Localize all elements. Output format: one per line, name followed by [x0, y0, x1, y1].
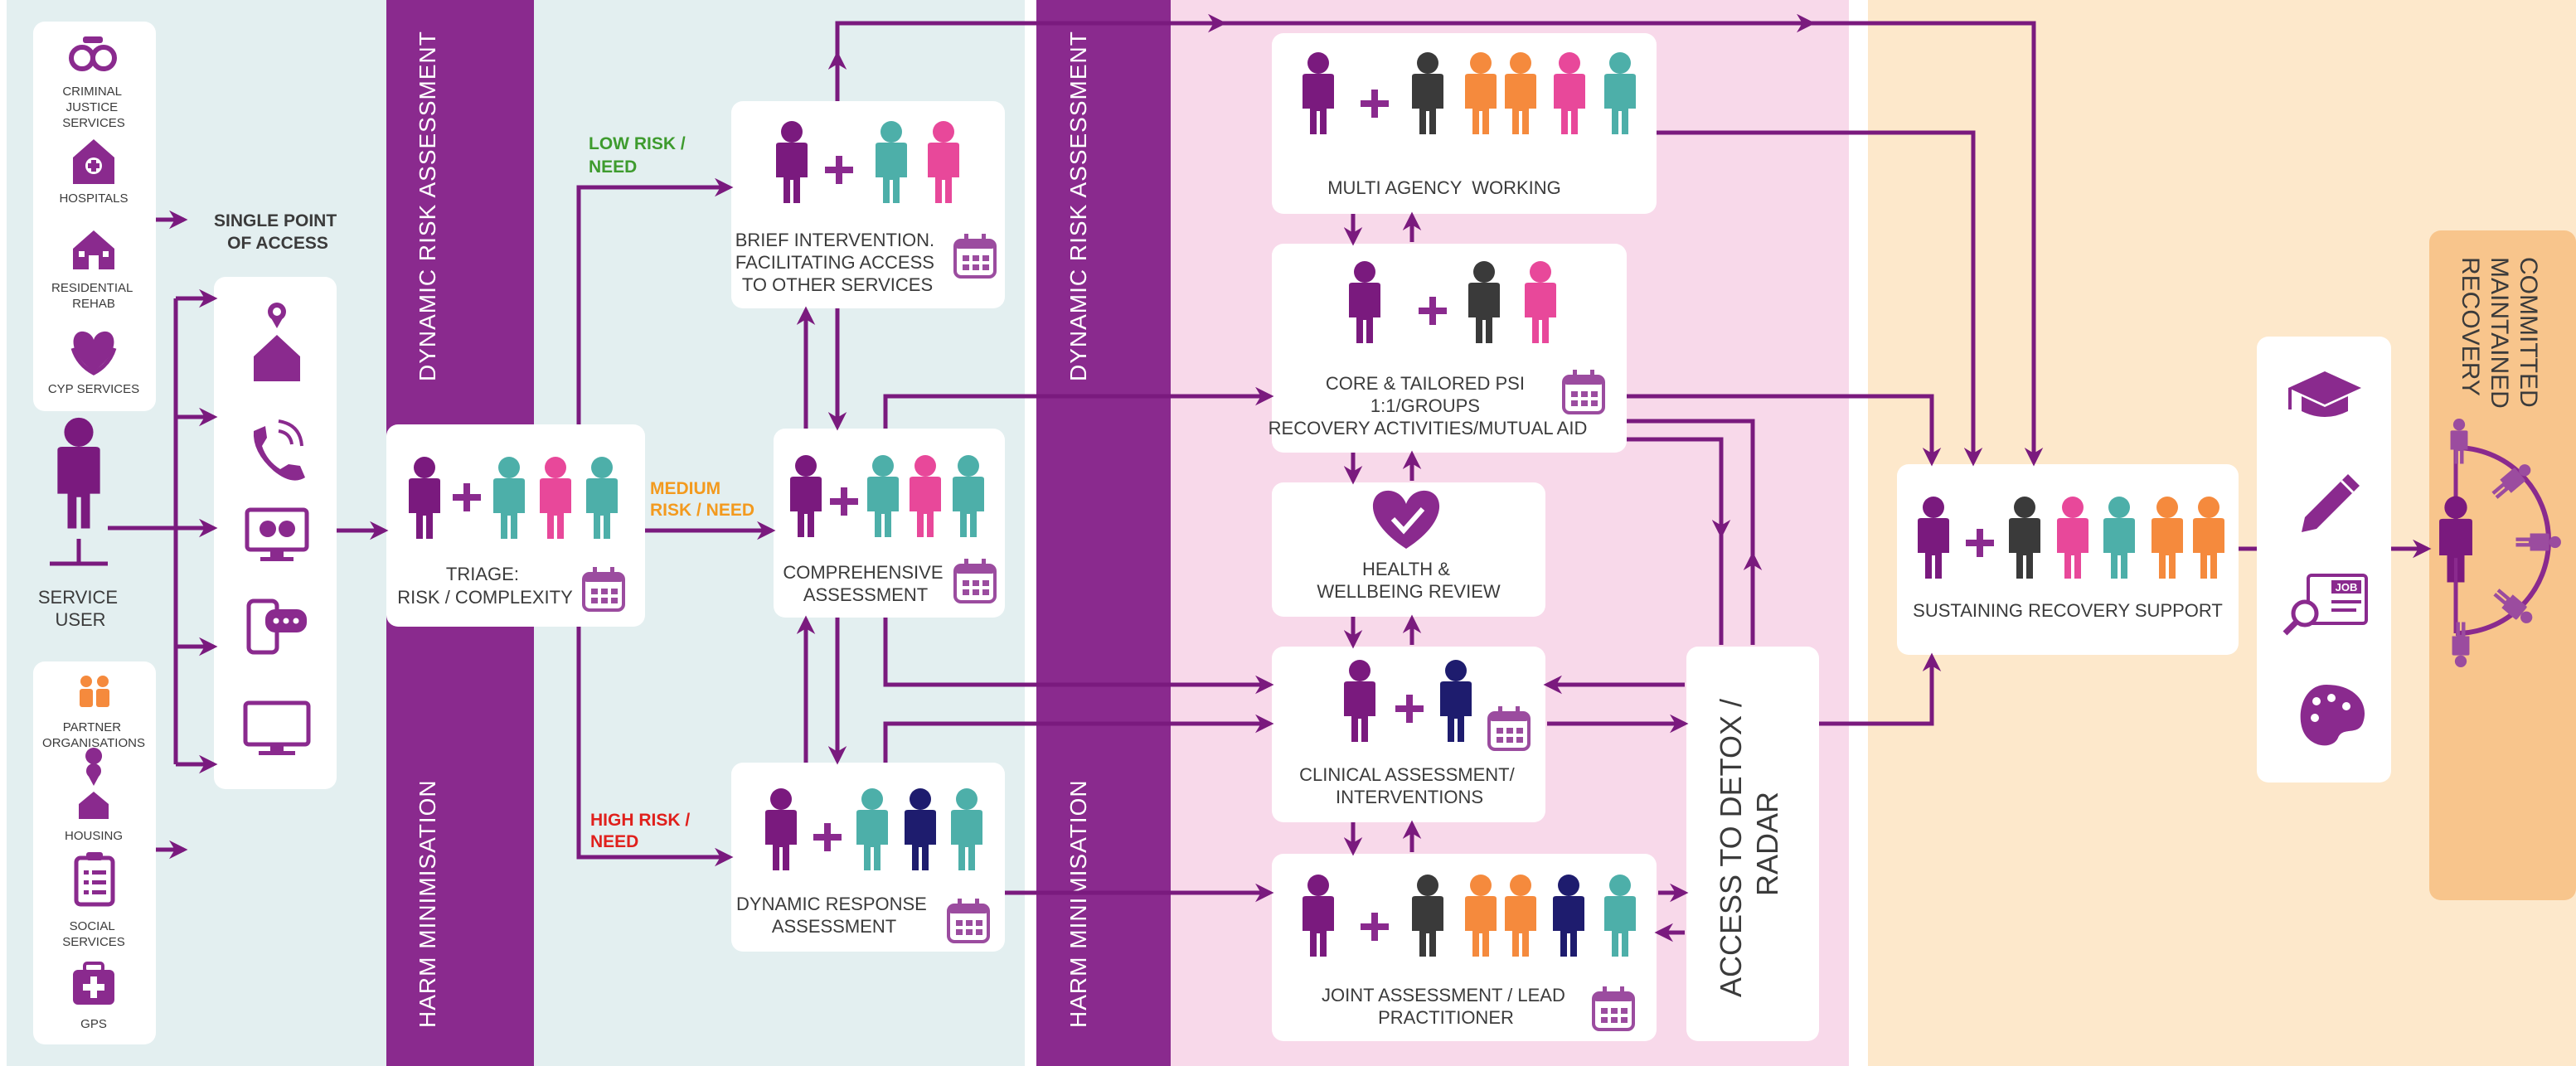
clinical-label: CLINICAL ASSESSMENT/ INTERVENTIONS — [1299, 764, 1520, 807]
social-monitor-icon — [245, 507, 309, 561]
sustaining-recovery-label: SUSTAINING RECOVERY SUPPORT — [1913, 600, 2223, 621]
svg-text:COMMITTED: COMMITTED — [2515, 257, 2542, 408]
single-point-title: SINGLE POINT OF ACCESS — [214, 211, 342, 253]
graduation-cap-icon — [2288, 371, 2361, 417]
criminal-justice-label: CRIMINAL JUSTICE SERVICES — [62, 85, 125, 130]
multi-agency-label: MULTI AGENCY WORKING — [1327, 177, 1561, 198]
brief-intervention-label: BRIEF INTERVENTION. FACILITATING ACCESS … — [735, 230, 940, 295]
high-risk-label: HIGH RISK / NEED — [590, 811, 695, 851]
access-channels-panel — [214, 277, 337, 789]
gps-label: GPS — [80, 1017, 107, 1031]
service-user-label: SERVICE USER — [38, 587, 123, 630]
flow-arrows — [108, 13, 2432, 942]
job-search-icon: JOB — [2283, 574, 2368, 636]
hospitals-label: HOSPITALS — [59, 191, 128, 206]
detox-box — [1686, 647, 1819, 1041]
housing-label: HOUSING — [65, 829, 123, 843]
monitor-icon — [243, 700, 311, 755]
low-risk-label: LOW RISK / NEED — [589, 134, 691, 177]
core-psi-label: CORE & TAILORED PSI 1:1/GROUPS RECOVERY … — [1269, 373, 1588, 439]
medium-risk-label: MEDIUM RISK / NEED — [650, 479, 754, 520]
hospital-icon — [73, 139, 114, 184]
house-icon — [73, 230, 114, 269]
svg-text:RECOVERY: RECOVERY — [2457, 257, 2484, 396]
clinical-assessment-box — [1272, 647, 1545, 822]
band-left-bottom-label: HARM MINIMISATION — [415, 779, 440, 1028]
clipboard-icon — [74, 852, 115, 907]
band-right-bottom-label: HARM MINIMISATION — [1065, 779, 1091, 1028]
health-wellbeing-label: HEALTH & WELLBEING REVIEW — [1317, 559, 1501, 602]
phone-icon — [253, 419, 305, 481]
job-badge: JOB — [2336, 581, 2358, 594]
health-wellbeing-box — [1272, 482, 1545, 617]
band-left-top-label: DYNAMIC RISK ASSESSMENT — [415, 31, 440, 381]
pencil-icon — [2302, 474, 2360, 532]
social-services-label: SOCIAL SERVICES — [62, 919, 125, 949]
committed-recovery-panel — [2429, 230, 2576, 900]
referral-panel-top — [33, 22, 156, 411]
partner-orgs-label: PARTNER ORGANISATIONS — [42, 720, 145, 750]
band-right — [1036, 0, 1171, 1066]
detox-label: ACCESS TO DETOX / RADAR — [1714, 690, 1784, 997]
band-right-top-label: DYNAMIC RISK ASSESSMENT — [1065, 31, 1091, 381]
location-house-icon-access — [254, 303, 300, 381]
handcuffs-icon — [69, 36, 117, 71]
mobile-chat-icon — [246, 598, 307, 655]
people-icon — [80, 676, 109, 707]
service-user-base — [50, 539, 108, 566]
palette-icon — [2300, 685, 2365, 746]
location-house-icon — [79, 748, 109, 819]
recovery-network-icon — [2439, 419, 2561, 667]
heart-hands-icon — [70, 331, 117, 376]
cyp-services-label: CYP SERVICES — [48, 382, 139, 396]
recovery-activities-panel — [2257, 337, 2391, 783]
residential-rehab-label: RESIDENTIAL REHAB — [51, 281, 136, 311]
medical-bag-icon — [73, 962, 114, 1005]
heart-check-icon — [1372, 490, 1440, 549]
committed-recovery-text: COMMITTED MAINTAINED RECOVERY — [2457, 257, 2542, 409]
triage-label: TRIAGE: RISK / COMPLEXITY — [397, 564, 573, 608]
svg-text:MAINTAINED: MAINTAINED — [2486, 257, 2513, 409]
comprehensive-label: COMPREHENSIVE ASSESSMENT — [783, 562, 948, 605]
joint-assessment-label: JOINT ASSESSMENT / LEAD PRACTITIONER — [1322, 985, 1570, 1028]
dynamic-response-label: DYNAMIC RESPONSE ASSESSMENT — [736, 894, 932, 937]
